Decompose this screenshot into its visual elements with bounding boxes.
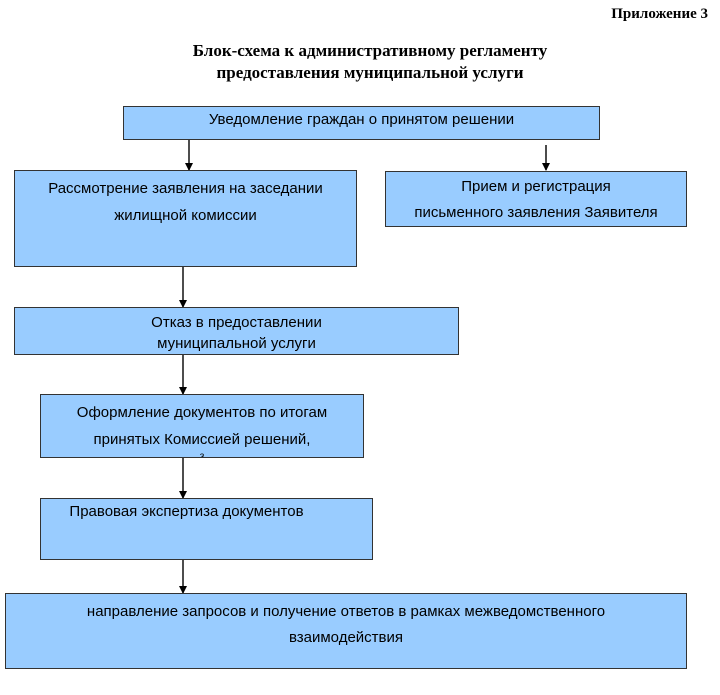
application-receipt-box: Прием и регистрация письменного заявлени… — [385, 171, 687, 227]
service-refusal-line-1: Отказ в предоставлении — [151, 314, 322, 331]
service-refusal-box: Отказ в предоставлении муниципальной усл… — [14, 307, 459, 355]
application-review-line-1: Рассмотрение заявления на заседании — [48, 180, 323, 197]
documents-preparation-line-2: принятых Комиссией решений, — [93, 431, 311, 448]
notify-citizens-text: Уведомление граждан о принятом решении — [208, 111, 515, 128]
service-refusal-line-2: муниципальной услуги — [157, 335, 316, 352]
application-review-box: Рассмотрение заявления на заседании жили… — [14, 170, 357, 267]
application-review-line-2: жилищной комиссии — [114, 207, 257, 224]
title-line-1: Блок-схема к административному регламент… — [192, 41, 548, 60]
page-title: Блок-схема к административному регламент… — [0, 40, 720, 84]
interagency-requests-line-2: взаимодействия — [288, 629, 404, 646]
documents-preparation-box: Оформление документов по итогам принятых… — [40, 394, 364, 458]
notify-citizens-box: Уведомление граждан о принятом решении — [123, 106, 600, 140]
interagency-requests-line-1: направление запросов и получение ответов… — [86, 603, 606, 620]
documents-preparation-line-1: Оформление документов по итогам — [76, 404, 328, 421]
title-line-2: предоставления муниципальной услуги — [216, 63, 524, 82]
application-receipt-line-2: письменного заявления Заявителя — [414, 204, 658, 221]
appendix-label: Приложение 3 — [611, 6, 708, 22]
legal-review-box: Правовая экспертиза документов — [40, 498, 373, 560]
legal-review-text: Правовая экспертиза документов — [69, 503, 304, 520]
interagency-requests-box: направление запросов и получение ответов… — [5, 593, 687, 669]
documents-preparation-line-3: з — [199, 451, 205, 458]
application-receipt-line-1: Прием и регистрация — [461, 178, 611, 195]
